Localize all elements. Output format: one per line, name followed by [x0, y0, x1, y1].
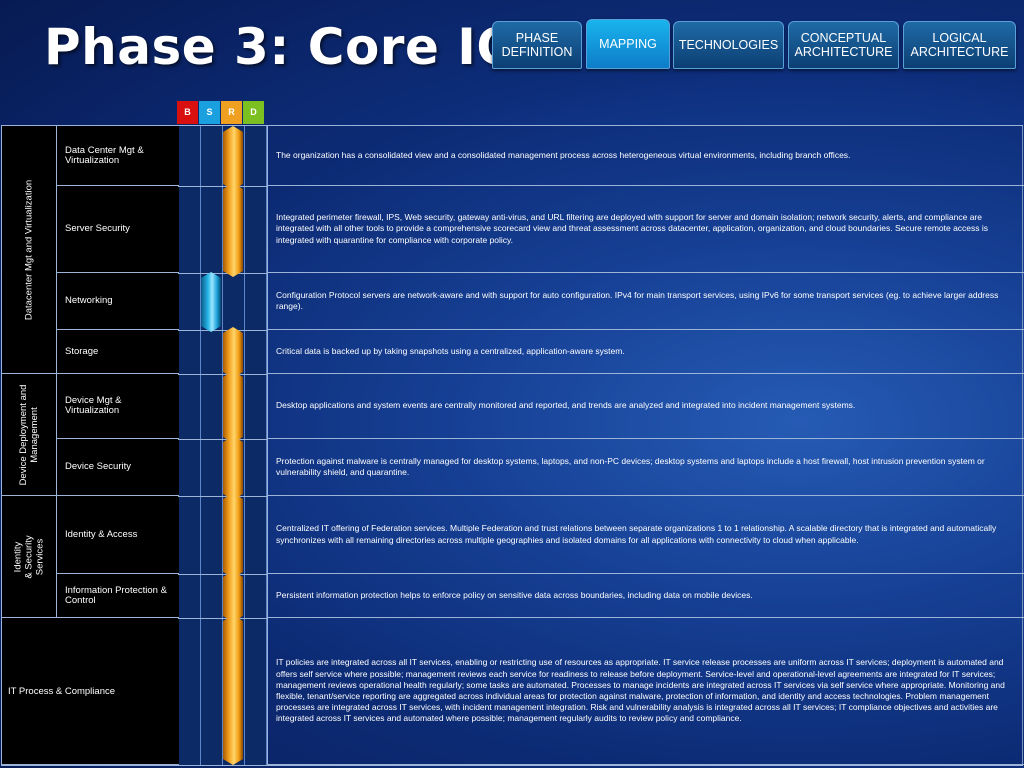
phase-tabs: PHASE DEFINITION MAPPING TECHNOLOGIES CO… [492, 19, 1018, 71]
maturity-level-header: B S R D [177, 101, 265, 124]
row-label: Device Security [57, 439, 179, 496]
maturity-bar-standardized [201, 272, 221, 332]
maturity-bar-rationalized [223, 183, 243, 277]
category-label: Identity & Security Services [12, 534, 46, 579]
maturity-bar-rationalized [223, 126, 243, 190]
tab-conceptual-architecture[interactable]: CONCEPTUAL ARCHITECTURE [788, 21, 899, 69]
row-description: IT policies are integrated across all IT… [267, 618, 1024, 765]
level-standardized: S [199, 101, 220, 124]
row-label: Identity & Access [57, 496, 179, 574]
maturity-bar-rationalized [223, 571, 243, 622]
row-label: Server Security [57, 186, 179, 273]
level-basic: B [177, 101, 198, 124]
category-identity-security: Identity & Security Services [2, 496, 57, 618]
tab-logical-architecture[interactable]: LOGICAL ARCHITECTURE [903, 21, 1016, 69]
row-description: Persistent information protection helps … [267, 574, 1024, 618]
maturity-bar-rationalized [223, 327, 243, 378]
level-dynamic: D [243, 101, 264, 124]
maturity-bar-rationalized [223, 615, 243, 765]
tab-label: CONCEPTUAL ARCHITECTURE [794, 31, 893, 59]
tab-mapping[interactable]: MAPPING [586, 19, 670, 69]
row-label: Device Mgt & Virtualization [57, 374, 179, 439]
row-label: Information Protection & Control [57, 574, 179, 618]
row-description: Integrated perimeter firewall, IPS, Web … [267, 186, 1024, 273]
tab-label: TECHNOLOGIES [678, 38, 779, 52]
row-label: Storage [57, 330, 179, 374]
category-label: Device Deployment and Management [18, 384, 40, 485]
row-label: Data Center Mgt & Virtualization [57, 126, 179, 186]
maturity-bar-rationalized [223, 436, 243, 500]
tab-technologies[interactable]: TECHNOLOGIES [673, 21, 784, 69]
row-label: Networking [57, 273, 179, 330]
maturity-bar-rationalized [223, 493, 243, 578]
maturity-bar-rationalized [223, 371, 243, 443]
tab-label: PHASE DEFINITION [501, 31, 573, 59]
row-label: IT Process & Compliance [2, 618, 179, 765]
level-rationalized: R [221, 101, 242, 124]
row-description: Centralized IT offering of Federation se… [267, 496, 1024, 574]
row-description: The organization has a consolidated view… [267, 126, 1024, 186]
tab-label: MAPPING [599, 37, 657, 51]
row-description: Critical data is backed up by taking sna… [267, 330, 1024, 374]
category-datacenter: Datacenter Mgt and Virtualization [2, 126, 57, 374]
tab-phase-definition[interactable]: PHASE DEFINITION [492, 21, 582, 69]
row-description: Configuration Protocol servers are netwo… [267, 273, 1024, 330]
page-title: Phase 3: Core IO [44, 18, 520, 76]
category-device-deployment: Device Deployment and Management [2, 374, 57, 496]
row-description: Protection against malware is centrally … [267, 439, 1024, 496]
mapping-table: Datacenter Mgt and Virtualization Device… [1, 125, 1024, 766]
category-label: Datacenter Mgt and Virtualization [23, 179, 35, 320]
maturity-columns [178, 126, 267, 765]
tab-label: LOGICAL ARCHITECTURE [910, 31, 1009, 59]
row-description: Desktop applications and system events a… [267, 374, 1024, 439]
